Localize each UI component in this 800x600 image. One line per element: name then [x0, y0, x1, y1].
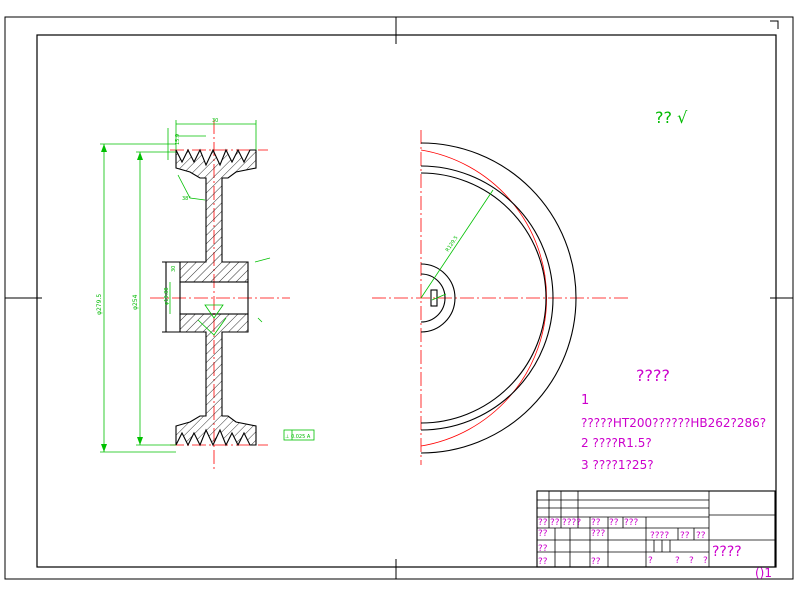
- note-3-text: 3 ????1?25?: [581, 458, 654, 472]
- tb-material-3: ??: [696, 531, 706, 541]
- tb-value-3: ?: [689, 556, 694, 566]
- front-view: R129.5: [372, 130, 628, 465]
- tb-cell-6: ???: [624, 518, 639, 528]
- tb-value-1: ?: [648, 556, 653, 566]
- dim-top-width: 30: [212, 118, 218, 124]
- note-1-number: 1: [581, 393, 589, 408]
- tb-material-2: ??: [680, 531, 690, 541]
- section-dim-arrows: [101, 144, 143, 452]
- tb-cell-2: ??: [550, 518, 560, 528]
- front-outline: [420, 142, 577, 454]
- roughness-symbol: ?? √: [655, 108, 688, 127]
- tb-mid-2: ??: [591, 557, 601, 567]
- section-view: φ279.5 φ254 30 15.9 38° φ19.88 30 ⊥ 0.02…: [96, 118, 315, 470]
- dim-overall-diameter: φ279.5: [96, 294, 103, 315]
- tb-material-1: ????: [650, 531, 669, 541]
- dim-inner-diameter: φ254: [132, 294, 139, 310]
- dim-top-detail: 15.9: [175, 134, 181, 145]
- tb-value-2: ?: [675, 556, 680, 566]
- dim-bore: φ19.88: [164, 287, 170, 305]
- section-hatching: [176, 150, 256, 445]
- tb-left-3: ??: [538, 557, 548, 567]
- sheet-border: [4, 16, 794, 580]
- tb-cell-1: ??: [538, 518, 548, 528]
- tb-left-2: ??: [538, 544, 548, 554]
- tb-mid-1: ???: [591, 529, 606, 539]
- tb-cell-5: ??: [609, 518, 619, 528]
- front-centerlines: [372, 130, 628, 465]
- technical-notes: ???? 1 ?????HT200??????HB262?286? 2 ????…: [581, 366, 766, 472]
- note-1-text: ?????HT200??????HB262?286?: [581, 416, 766, 430]
- part-name: ????: [712, 544, 742, 560]
- dim-angle: 38°: [182, 196, 191, 202]
- drawing-number: ()1: [755, 566, 772, 580]
- tb-cell-3: ????: [562, 518, 581, 528]
- tb-value-4: ?: [703, 556, 708, 566]
- front-dimensions: [420, 189, 494, 301]
- title-block: ?? ?? ???? ?? ?? ??? ?? ?? ?? ??? ?? ???…: [536, 490, 776, 580]
- dim-hub: 30: [171, 266, 177, 272]
- note-2-text: 2 ????R1.5?: [581, 436, 652, 450]
- notes-heading: ????: [636, 366, 670, 385]
- tolerance-frame: ⊥ 0.025 A: [283, 429, 315, 441]
- tb-cell-4: ??: [591, 518, 601, 528]
- tolerance-frame-text: ⊥ 0.025 A: [285, 434, 311, 440]
- tb-left-1: ??: [538, 529, 548, 539]
- section-dimensions: [100, 120, 271, 453]
